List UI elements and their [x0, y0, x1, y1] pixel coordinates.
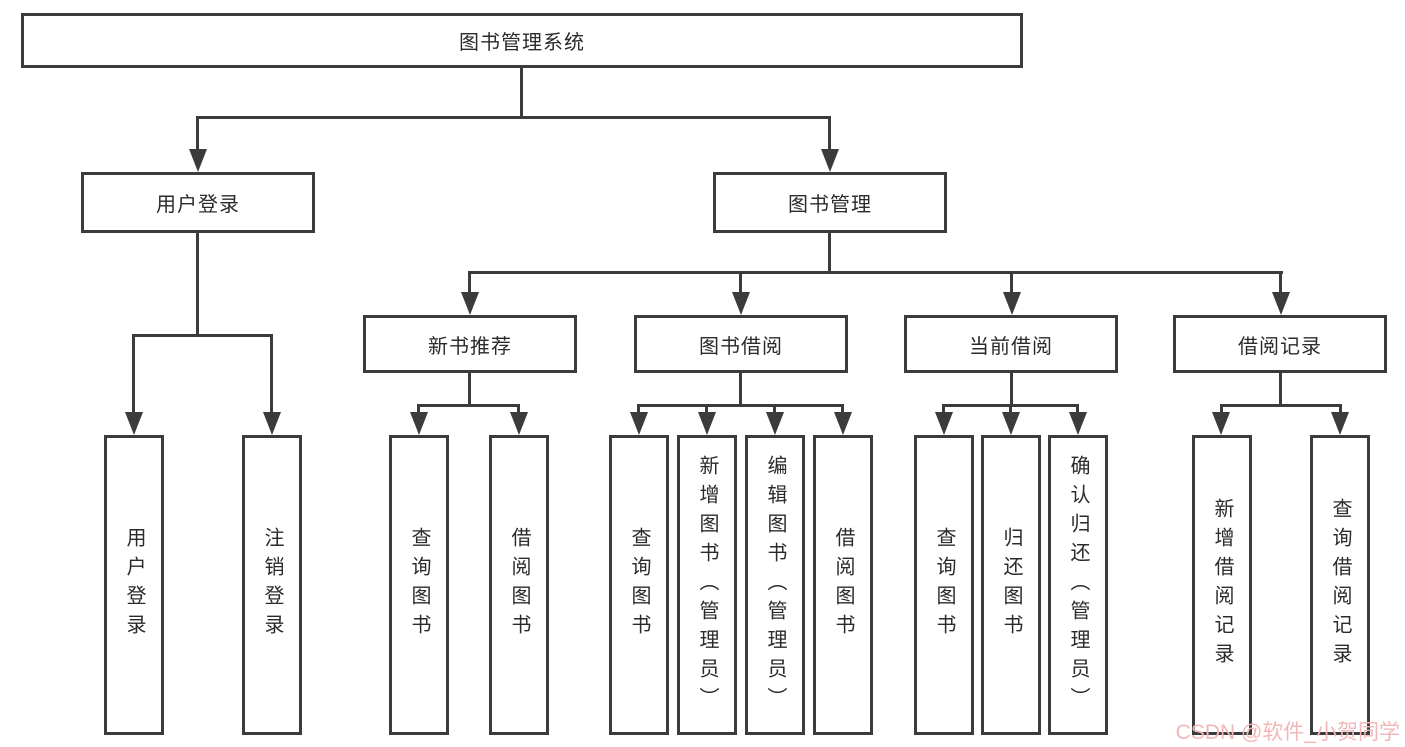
- arrow-leaf-user-login: [125, 412, 143, 435]
- node-book-mgmt-label: 图书管理: [788, 194, 872, 216]
- leaf-cb-confirm-return-label: 确认归还（管理员）: [1067, 454, 1089, 716]
- edge-book-borrow-stem: [739, 373, 742, 407]
- node-root: 图书管理系统: [21, 13, 1023, 68]
- arrow-bb-borrow: [834, 412, 852, 435]
- arrow-bb-edit: [766, 412, 784, 435]
- node-book-mgmt: 图书管理: [713, 172, 947, 233]
- leaf-rec-query-book-label: 查询图书: [408, 527, 430, 643]
- leaf-user-login: 用户登录: [104, 435, 164, 735]
- leaf-br-add-record: 新增借阅记录: [1192, 435, 1252, 735]
- edge-stub-bb-add: [705, 404, 708, 415]
- arrow-bb-add: [698, 412, 716, 435]
- edge-to-user-login: [196, 116, 199, 154]
- arrow-cb-return: [1002, 412, 1020, 435]
- edge-user-login-rail: [132, 334, 273, 337]
- edge-stub-bb-query: [637, 404, 640, 415]
- leaf-bb-edit-book: 编辑图书（管理员）: [745, 435, 805, 735]
- node-user-login-label: 用户登录: [156, 194, 240, 216]
- edge-current-borrow-stem: [1010, 373, 1013, 407]
- node-book-borrow: 图书借阅: [634, 315, 848, 373]
- edge-stub-cb-query: [942, 404, 945, 415]
- edge-to-borrow-record: [1279, 271, 1282, 295]
- edge-stub-rec-query: [417, 404, 420, 415]
- edge-to-book-borrow: [739, 271, 742, 295]
- edge-new-book-stem: [468, 373, 471, 407]
- node-current-borrow-label: 当前借阅: [969, 335, 1053, 358]
- edge-stub-cb-confirm: [1076, 404, 1079, 415]
- edge-stub-cb-return: [1009, 404, 1012, 415]
- leaf-cb-return-book-label: 归还图书: [1000, 527, 1022, 643]
- arrow-br-add: [1212, 412, 1230, 435]
- edge-stub-br-query: [1339, 404, 1342, 415]
- leaf-br-query-record: 查询借阅记录: [1310, 435, 1370, 735]
- edge-to-leaf-user-login: [132, 334, 135, 414]
- node-book-borrow-label: 图书借阅: [699, 335, 783, 358]
- edge-user-login-stem: [196, 233, 199, 337]
- edge-root-stem: [520, 68, 523, 118]
- leaf-cb-confirm-return: 确认归还（管理员）: [1048, 435, 1108, 735]
- leaf-rec-borrow-book: 借阅图书: [489, 435, 549, 735]
- edge-borrow-record-rail: [1220, 404, 1342, 407]
- leaf-cb-query-book-label: 查询图书: [933, 527, 955, 643]
- csdn-watermark: CSDN @软件_小贺同学: [1175, 721, 1400, 744]
- leaf-logout: 注销登录: [242, 435, 302, 735]
- edge-borrow-record-stem: [1279, 373, 1282, 407]
- leaf-bb-edit-book-label: 编辑图书（管理员）: [764, 454, 786, 716]
- edge-level3-rail: [468, 271, 1283, 274]
- leaf-bb-add-book: 新增图书（管理员）: [677, 435, 737, 735]
- arrow-new-book: [461, 292, 479, 315]
- edge-to-new-book: [468, 271, 471, 295]
- arrow-book-borrow: [732, 292, 750, 315]
- edge-stub-bb-borrow: [841, 404, 844, 415]
- leaf-rec-query-book: 查询图书: [389, 435, 449, 735]
- edge-to-current-borrow: [1010, 271, 1013, 295]
- arrow-leaf-logout: [263, 412, 281, 435]
- arrow-rec-borrow: [510, 412, 528, 435]
- leaf-br-add-record-label: 新增借阅记录: [1211, 498, 1233, 672]
- arrow-cb-confirm: [1069, 412, 1087, 435]
- arrow-bb-query: [630, 412, 648, 435]
- leaf-bb-query-book: 查询图书: [609, 435, 669, 735]
- arrow-rec-query: [410, 412, 428, 435]
- node-root-label: 图书管理系统: [459, 32, 585, 54]
- edge-to-book-mgmt: [828, 116, 831, 154]
- edge-stub-bb-edit: [773, 404, 776, 415]
- arrow-cb-query: [935, 412, 953, 435]
- leaf-cb-return-book: 归还图书: [981, 435, 1041, 735]
- arrow-borrow-record: [1272, 292, 1290, 315]
- arrow-current-borrow: [1003, 292, 1021, 315]
- arrow-book-mgmt: [821, 149, 839, 172]
- leaf-br-query-record-label: 查询借阅记录: [1329, 498, 1351, 672]
- leaf-user-login-label: 用户登录: [123, 527, 145, 643]
- leaf-bb-borrow-book-label: 借阅图书: [832, 527, 854, 643]
- leaf-rec-borrow-book-label: 借阅图书: [508, 527, 530, 643]
- node-user-login: 用户登录: [81, 172, 315, 233]
- node-current-borrow: 当前借阅: [904, 315, 1118, 373]
- node-new-book-rec: 新书推荐: [363, 315, 577, 373]
- edge-to-leaf-logout: [270, 334, 273, 414]
- leaf-bb-add-book-label: 新增图书（管理员）: [696, 454, 718, 716]
- arrow-br-query: [1331, 412, 1349, 435]
- node-borrow-record-label: 借阅记录: [1238, 335, 1322, 358]
- leaf-bb-borrow-book: 借阅图书: [813, 435, 873, 735]
- leaf-cb-query-book: 查询图书: [914, 435, 974, 735]
- edge-level2-rail: [196, 116, 831, 119]
- leaf-logout-label: 注销登录: [261, 527, 283, 643]
- leaf-bb-query-book-label: 查询图书: [628, 527, 650, 643]
- arrow-user-login: [189, 149, 207, 172]
- node-new-book-rec-label: 新书推荐: [428, 335, 512, 358]
- edge-stub-rec-borrow: [517, 404, 520, 415]
- node-borrow-record: 借阅记录: [1173, 315, 1387, 373]
- edge-book-borrow-rail: [637, 404, 844, 407]
- edge-new-book-rail: [417, 404, 520, 407]
- edge-stub-br-add: [1220, 404, 1223, 415]
- edge-book-mgmt-stem: [828, 233, 831, 274]
